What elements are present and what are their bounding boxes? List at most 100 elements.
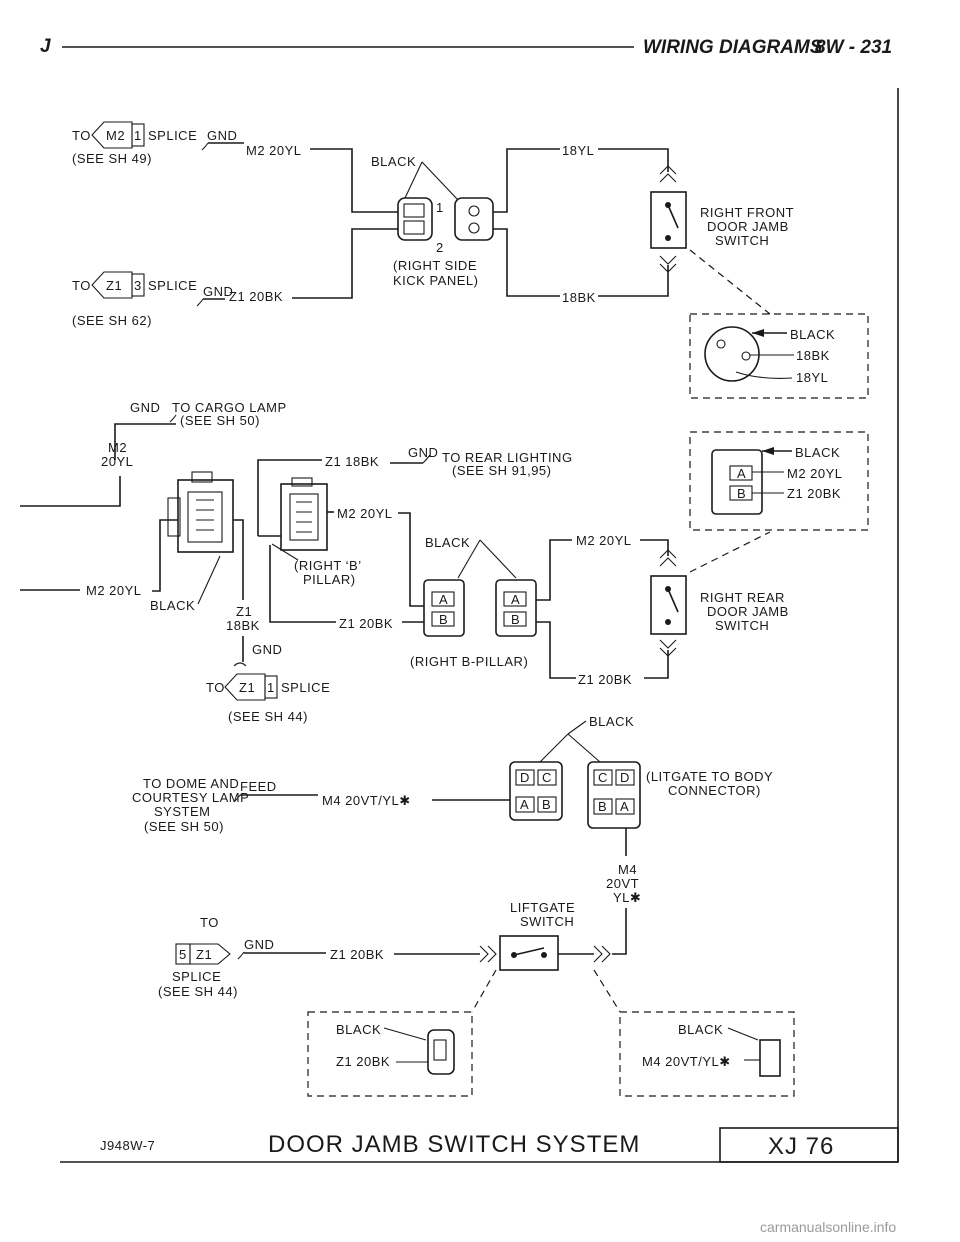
liftgate-switch[interactable] (499, 935, 559, 971)
switch-contact-bottom (665, 235, 671, 241)
detail-box-rear-switch (689, 431, 869, 531)
footer-ref: XJ 76 (768, 1133, 834, 1160)
lg-cavity-d-right (615, 769, 635, 786)
ab-cavity-b-left (431, 611, 455, 627)
black-label-bpillar: BLACK (150, 598, 195, 613)
ab-pin-b-left: B (439, 612, 448, 627)
lg-pin-a-right: A (620, 799, 629, 814)
see-sh9195: (SEE SH 91,95) (452, 463, 552, 478)
switch-blade (667, 204, 679, 229)
to-label-m2: TO (72, 128, 91, 143)
switch-chevron-bottom (659, 255, 677, 273)
wire-m4-liftgate (612, 908, 627, 955)
wire-label-z1-rear: Z1 20BK (578, 672, 632, 687)
gnd-hook-m2 (201, 142, 209, 151)
connector-label: CONNECTOR) (668, 783, 761, 798)
wire-label-m4: M4 (618, 862, 637, 877)
wire-label-z1-62: Z1 20BK (229, 289, 283, 304)
to-label-z1-62: TO (72, 278, 91, 293)
arrow-black-round (752, 329, 764, 337)
splice-id-z1-44: Z1 (239, 680, 255, 695)
wire-z1-bp-bottom (269, 545, 336, 623)
wire-label-z1-b: Z1 (236, 604, 252, 619)
detail-leader-lg-left (471, 969, 497, 1013)
leader-liftgate-2 (567, 733, 601, 763)
wire-label-18yl: 18YL (562, 143, 594, 158)
liftgate-body-label: (LITGATE TO BODY (646, 769, 773, 784)
feed-hook (233, 794, 241, 803)
bpillar-slots-right (296, 501, 312, 533)
wire-z1-kick (292, 228, 398, 299)
wire-z1-rear-switch (644, 650, 669, 679)
black-label-ab: BLACK (425, 535, 470, 550)
ab-cavity-a-left (431, 591, 455, 607)
lg-left-z1: Z1 20BK (336, 1054, 390, 1069)
gnd-hook-cargo (169, 414, 177, 423)
gnd-rear: GND (408, 445, 438, 460)
splice-text-5: SPLICE (172, 969, 221, 984)
liftgate-connector-left (509, 761, 563, 821)
ab-pin-b-right: B (511, 612, 520, 627)
lg-cavity-c-left (537, 769, 557, 786)
splice-num-m2: 1 (134, 128, 142, 143)
wire-m2-bpillar-in (152, 519, 178, 592)
rear-switch-blade (667, 588, 679, 613)
wire-18bk-kick (493, 228, 560, 297)
gnd-liftgate: GND (244, 937, 274, 952)
lg-cavity-c-right (593, 769, 613, 786)
ab-pin-a-right: A (511, 592, 520, 607)
watermark: carmanualsonline.info (760, 1219, 896, 1235)
arrow-black-rear (762, 447, 774, 455)
to-dome-label: TO DOME AND (143, 776, 239, 791)
wire-label-m2-top: M2 20YL (246, 143, 302, 158)
wire-z1-rear-down (536, 621, 576, 679)
to-label-bottom: TO (200, 915, 219, 930)
lg-left-terminal-inner (433, 1039, 447, 1061)
wire-m2-left-drop (20, 476, 121, 507)
wire-label-z1-bp: Z1 20BK (339, 616, 393, 631)
bpillar-tab-left (167, 497, 181, 537)
detail-leader-front (689, 249, 771, 315)
lg-cavity-a-right (615, 798, 635, 815)
rear-black-label: BLACK (795, 445, 840, 460)
see-sh44-liftgate: (SEE SH 44) (158, 984, 238, 999)
splice-num-5: 5 (179, 947, 187, 962)
switch-chevron-top (659, 165, 677, 183)
wire-m2-bp-down (398, 512, 424, 607)
gnd-hook-rear (422, 454, 431, 464)
liftgate-chevron-left (479, 945, 497, 963)
lg-right-m4: M4 20VT/YL✱ (642, 1054, 731, 1069)
lg-cavity-d-left (515, 769, 535, 786)
rear-m2-label: M2 20YL (787, 466, 843, 481)
liftgate-label: LIFTGATE (510, 900, 575, 915)
rear-pin-b: B (737, 486, 746, 501)
see-sh62: (SEE SH 62) (72, 313, 152, 328)
wire-label-z1-18bk: Z1 18BK (325, 454, 379, 469)
splice-id-m2: M2 (106, 128, 125, 143)
ab-cavity-a-right (503, 591, 527, 607)
leader-18yl-round (735, 371, 793, 379)
wire-label-20vt: 20VT (606, 876, 639, 891)
lg-cavity-b-right (593, 798, 613, 815)
kick-connector-right (454, 197, 494, 241)
leader-liftgate-a (567, 720, 587, 735)
rear-switch-chevron-top (659, 549, 677, 567)
lg-pin-b-left: B (542, 797, 551, 812)
wire-label-ylstar: YL✱ (613, 890, 641, 905)
wire-label-18bk: 18BK (562, 290, 596, 305)
lg-left-terminal (427, 1029, 455, 1075)
rear-cavity-a (729, 465, 753, 481)
detail-box-lg-left (307, 1011, 473, 1097)
leader-kick-1 (404, 161, 423, 199)
round-connector-pin-1 (716, 339, 726, 349)
lg-switch-blade (513, 947, 545, 956)
ab-pin-a-left: A (439, 592, 448, 607)
leader-kick-2 (421, 161, 459, 201)
kick-cavity-2 (403, 220, 425, 235)
kick-pin-2: 2 (436, 240, 444, 255)
header-section: WIRING DIAGRAMS (643, 37, 823, 58)
splice-id-z1-62: Z1 (106, 278, 122, 293)
right-rear-switch[interactable] (650, 575, 687, 635)
ab-connector-left (423, 579, 465, 637)
